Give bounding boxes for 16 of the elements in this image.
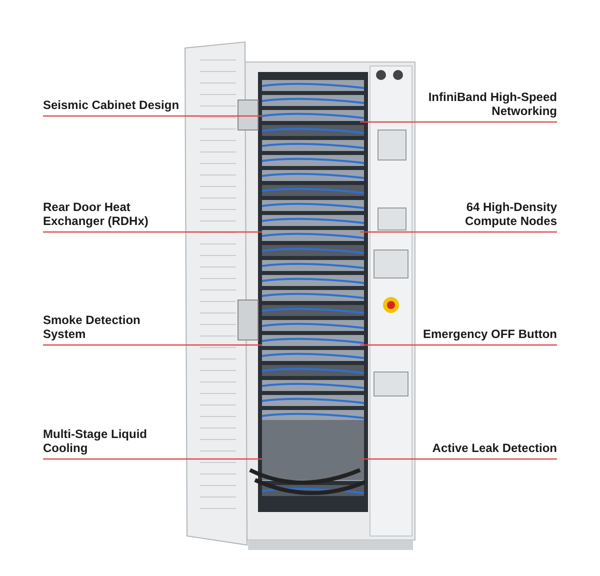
callout-label: Active Leak Detection: [417, 441, 557, 455]
callout-label: Smoke Detection System: [43, 313, 183, 341]
callout-label: Seismic Cabinet Design: [43, 98, 183, 112]
callout-label: InfiniBand High-Speed Networking: [417, 90, 557, 118]
leader-line: [360, 458, 557, 460]
leader-line: [43, 458, 262, 460]
leader-line: [360, 344, 557, 346]
leader-line: [43, 231, 262, 233]
callout-label: Multi-Stage Liquid Cooling: [43, 427, 183, 455]
callout-label: Rear Door Heat Exchanger (RDHx): [43, 200, 183, 228]
leader-line: [360, 121, 557, 123]
leader-line: [360, 231, 557, 233]
leader-line: [43, 115, 262, 117]
callout-label: 64 High-Density Compute Nodes: [417, 200, 557, 228]
callout-label: Emergency OFF Button: [417, 327, 557, 341]
leader-line: [43, 344, 262, 346]
